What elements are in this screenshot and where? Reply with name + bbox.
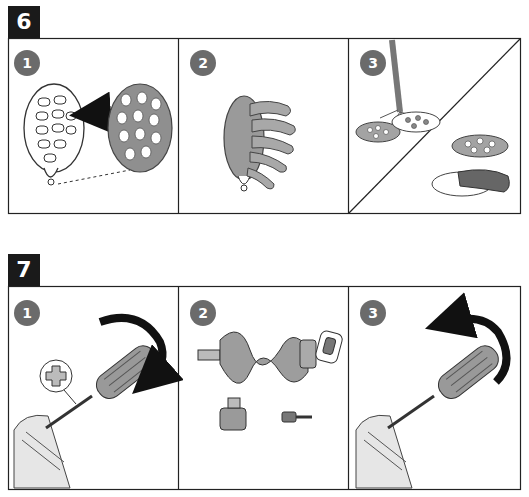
number-text: 1 [22, 56, 32, 70]
callout-number: 3 [360, 300, 386, 326]
number-text: 7 [16, 259, 31, 281]
number-text: 2 [198, 306, 208, 320]
number-text: 2 [198, 56, 208, 70]
number-text: 3 [368, 306, 378, 320]
number-text: 6 [16, 11, 31, 33]
step-number: 6 [8, 6, 40, 38]
step-number: 7 [8, 254, 40, 286]
callout-number: 1 [14, 50, 40, 76]
callout-number: 3 [360, 50, 386, 76]
number-text: 1 [22, 306, 32, 320]
callout-number: 2 [190, 50, 216, 76]
callout-number: 1 [14, 300, 40, 326]
callout-number: 2 [190, 300, 216, 326]
number-text: 3 [368, 56, 378, 70]
